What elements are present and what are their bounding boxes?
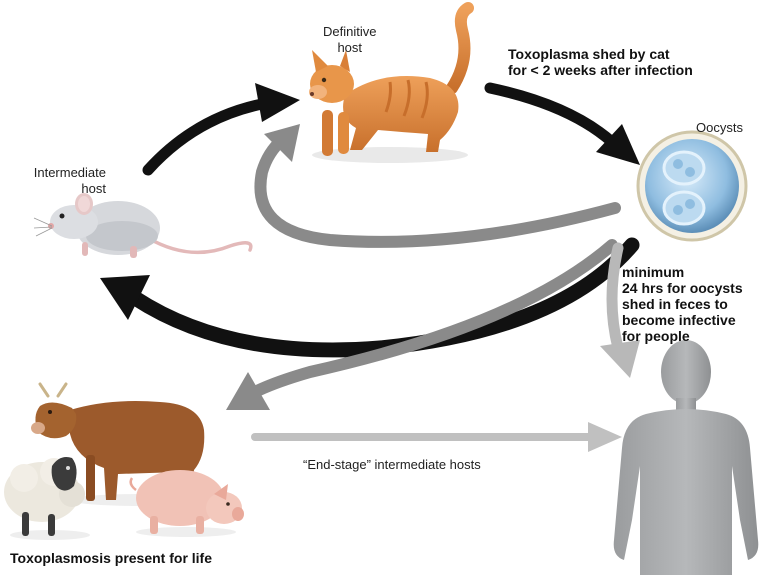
oocyst-note-line1: minimum (622, 264, 685, 280)
cat-shed-note-line1: Toxoplasma shed by cat (508, 46, 670, 62)
present-for-life-label: Toxoplasmosis present for life (10, 550, 213, 566)
definitive-host-label-line1: Definitive (323, 24, 377, 39)
intermediate-host-label-line2: host (81, 181, 106, 196)
oocysts-illustration (636, 130, 748, 242)
definitive-host-label: Definitive host (323, 24, 376, 56)
cat-illustration (309, 2, 474, 163)
arrow-oocysts-to-livestock (226, 239, 618, 410)
oocyst-note-line3: shed in feces to (622, 296, 728, 312)
mouse-illustration (33, 193, 253, 258)
intermediate-host-label: Intermediate host (14, 165, 106, 197)
sheep-illustration (4, 457, 90, 540)
human-silhouette (613, 340, 759, 575)
oocyst-note-line2: 24 hrs for oocysts (622, 280, 743, 296)
oocysts-label: Oocysts (696, 120, 743, 135)
arrow-mouse-to-cat (142, 83, 300, 176)
definitive-host-label-line2: host (337, 40, 363, 55)
pig-illustration (129, 470, 244, 537)
cat-shed-note-line2: for < 2 weeks after infection (508, 62, 693, 78)
intermediate-host-label-line1: Intermediate (33, 165, 106, 180)
oocyst-note-line5: for people (622, 328, 690, 344)
arrow-cat-to-oocysts (484, 82, 640, 165)
end-stage-hosts-label: “End-stage” intermediate hosts (303, 457, 481, 472)
cat-shed-note: Toxoplasma shed by cat for < 2 weeks aft… (508, 46, 693, 78)
arrow-oocysts-to-mouse (100, 237, 640, 358)
arrow-livestock-to-human (251, 422, 622, 452)
oocyst-note-line4: become infective (622, 312, 736, 328)
oocyst-infectivity-note: minimum 24 hrs for oocysts shed in feces… (622, 264, 743, 344)
arrow-oocysts-to-human (600, 242, 640, 378)
arrow-oocysts-to-cat (254, 124, 621, 248)
